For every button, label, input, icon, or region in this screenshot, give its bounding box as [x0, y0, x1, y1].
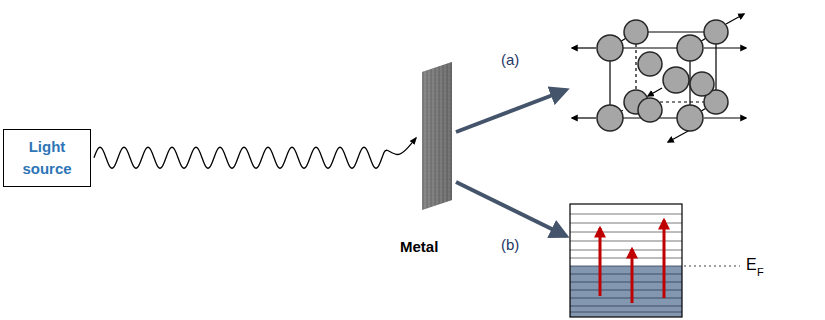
- atoms: [597, 20, 728, 131]
- process-arrow: [456, 90, 566, 132]
- light-wave: [94, 138, 416, 168]
- process-label: (b): [501, 236, 519, 253]
- process-arrow: [456, 182, 566, 236]
- fermi-symbol: E: [746, 256, 757, 274]
- vibrating-lattice: [572, 14, 746, 148]
- metal-plate-shape: [400, 60, 480, 220]
- fermi-subscript: F: [757, 266, 764, 278]
- band-diagram: [570, 204, 740, 317]
- box-label: Light source: [14, 136, 80, 180]
- process-label: (a): [501, 51, 519, 68]
- material-label: Metal: [400, 238, 438, 255]
- metal-plate: Metal: [400, 60, 480, 260]
- fermi-level-line: [684, 266, 740, 267]
- light-source-box: Light source: [3, 129, 91, 187]
